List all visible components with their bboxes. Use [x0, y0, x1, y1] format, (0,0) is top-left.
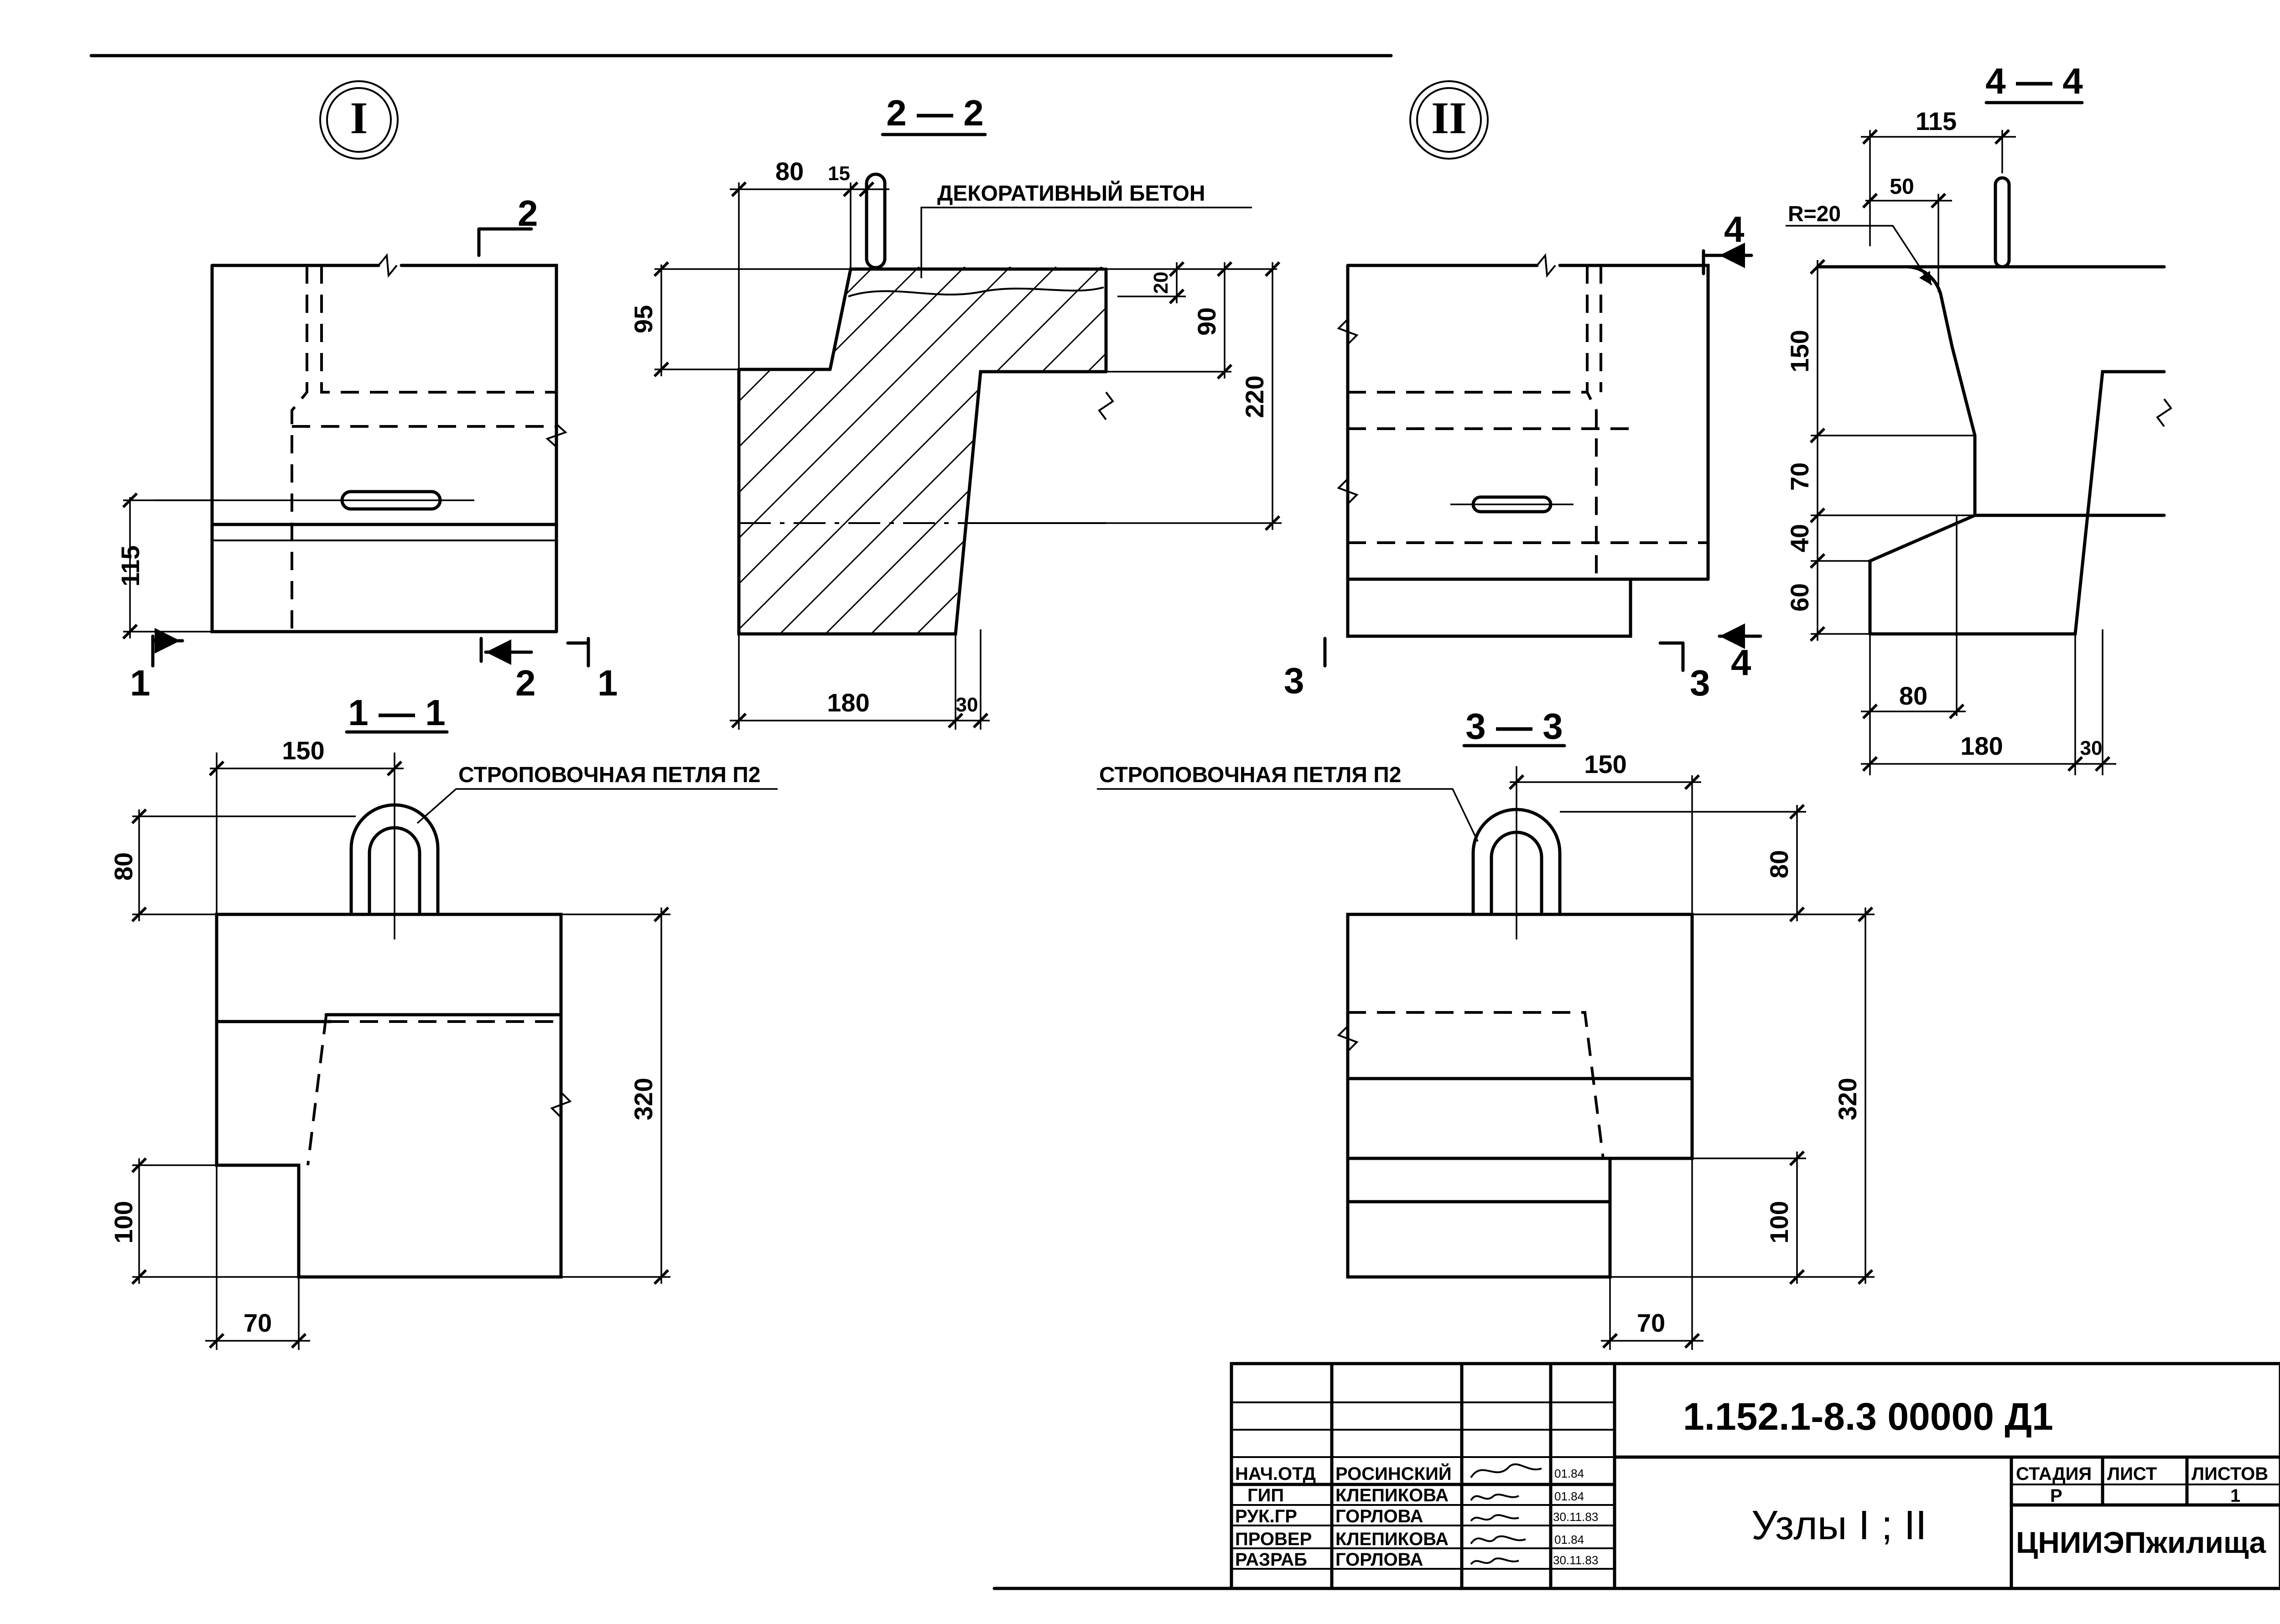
section-2-2-loop — [865, 172, 887, 270]
cut-marker-4-bottom: 4 — [1731, 642, 1751, 683]
node-2-marker — [1409, 80, 1489, 160]
dim-70: 70 — [244, 1308, 272, 1337]
dim-30-b: 30 — [2080, 737, 2103, 759]
section-1-1-title: 1 — 1 — [348, 692, 445, 733]
node-2-outline — [1346, 264, 1710, 638]
row-name: КЛЕПИКОВА — [1335, 1529, 1449, 1549]
dim-70-v: 70 — [1785, 462, 1814, 491]
node-2-marker-label: II — [1431, 93, 1467, 143]
drawing-title: Узлы I ; II — [1751, 1503, 1927, 1548]
dim-80-top: 80 — [775, 157, 804, 186]
dim-150-33: 150 — [1584, 750, 1626, 778]
cut-marker-4-top: 4 — [1724, 209, 1745, 249]
section-2-2-title: 2 — 2 — [886, 93, 983, 133]
section-2-2-hatch — [739, 267, 1106, 634]
dim-20: 20 — [1150, 272, 1172, 294]
dim-70-33: 70 — [1637, 1308, 1665, 1337]
cut-marker-3-left: 3 — [1284, 660, 1304, 701]
sheet-header: ЛИСТ — [2107, 1464, 2157, 1484]
dim-80-33: 80 — [1765, 850, 1793, 878]
row-role: РАЗРАБ — [1235, 1550, 1307, 1570]
dim-80-b: 80 — [1899, 681, 1927, 710]
row-name: РОСИНСКИЙ — [1335, 1463, 1452, 1484]
dim-90: 90 — [1192, 307, 1221, 336]
dim-30: 30 — [956, 694, 978, 716]
row-role: ГИП — [1247, 1485, 1284, 1505]
section-3-3-outline — [1346, 913, 1694, 1279]
section-3-3: 3 — 3 СТРОПОВОЧНАЯ ПЕТЛЯ П2 150 80 — [1097, 706, 1875, 1350]
section-4-4-title: 4 — 4 — [1985, 61, 2083, 101]
label-lifting-loop-2: СТРОПОВОЧНАЯ ПЕТЛЯ П2 — [1099, 763, 1401, 787]
row-date: 01.84 — [1554, 1467, 1584, 1480]
dim-100: 100 — [109, 1201, 138, 1243]
dim-180: 180 — [827, 688, 869, 717]
dim-150-v: 150 — [1785, 330, 1814, 372]
cut-marker-2-bottom: 2 — [515, 663, 536, 703]
organization: ЦНИИЭПжилища — [2016, 1525, 2267, 1559]
dim-50: 50 — [1890, 175, 1914, 199]
node-1-marker-label: I — [350, 93, 368, 143]
title-block: 1.152.1-8.3 00000 Д1 Узлы I ; II СТАДИЯ … — [992, 1362, 2280, 1590]
dim-320: 320 — [629, 1078, 658, 1120]
node-2-view: II 3 3 4 4 — [1284, 80, 1762, 703]
dim-100-33: 100 — [1765, 1201, 1793, 1243]
section-2-2-outline — [737, 267, 1108, 636]
section-4-4-outline — [1868, 370, 2166, 636]
section-2-2: 2 — 2 ДЕКОРАТИВНЫЙ БЕТОН — [629, 93, 1282, 730]
section-3-3-title: 3 — 3 — [1465, 706, 1563, 747]
row-role: ПРОВЕР — [1235, 1529, 1312, 1549]
sheets-header: ЛИСТОВ — [2192, 1464, 2268, 1484]
cut-marker-1-right: 1 — [597, 663, 618, 703]
node-1-view: I 115 1 1 2 2 — [116, 80, 618, 703]
dim-15: 15 — [828, 162, 850, 185]
node-2-hidden-lines — [1348, 265, 1708, 579]
label-radius: R=20 — [1788, 202, 1841, 226]
doc-code: 1.152.1-8.3 00000 Д1 — [1683, 1395, 2053, 1438]
stage-value: Р — [2050, 1486, 2062, 1506]
row-role: РУК.ГР — [1235, 1506, 1297, 1526]
node-1-outline — [210, 264, 558, 633]
label-lifting-loop-1: СТРОПОВОЧНАЯ ПЕТЛЯ П2 — [458, 763, 760, 787]
row-date: 01.84 — [1554, 1533, 1584, 1546]
dim-180-b: 180 — [1960, 732, 2003, 760]
dim-115-top: 115 — [1916, 107, 1957, 135]
section-4-4-loop — [1994, 176, 2011, 269]
row-name: ГОРЛОВА — [1335, 1506, 1423, 1526]
row-date: 30.11.83 — [1553, 1553, 1598, 1567]
section-1-1: 1 — 1 СТРОПОВОЧНАЯ ПЕТЛЯ П2 150 80 — [109, 692, 778, 1350]
cut-marker-3-right: 3 — [1690, 663, 1710, 703]
dim-220: 220 — [1240, 375, 1269, 418]
dim-150: 150 — [282, 736, 324, 765]
row-date: 01.84 — [1554, 1489, 1584, 1503]
label-decorative-concrete: ДЕКОРАТИВНЫЙ БЕТОН — [937, 181, 1205, 206]
node-1-hidden-lines — [291, 265, 556, 632]
dim-115: 115 — [116, 545, 145, 586]
stage-header: СТАДИЯ — [2016, 1464, 2092, 1484]
dim-95: 95 — [629, 305, 658, 333]
cut-marker-1-left: 1 — [130, 663, 151, 703]
row-date: 30.11.83 — [1553, 1510, 1598, 1524]
dim-60-v: 60 — [1785, 583, 1814, 612]
section-4-4: 4 — 4 R=20 115 50 150 — [1785, 61, 2172, 775]
dim-40-v: 40 — [1785, 524, 1814, 552]
section-1-1-outline — [215, 913, 563, 1279]
node-1-marker — [319, 80, 399, 160]
dim-80: 80 — [109, 852, 138, 881]
row-name: КЛЕПИКОВА — [1335, 1485, 1449, 1505]
row-name: ГОРЛОВА — [1335, 1550, 1423, 1570]
sheets-value: 1 — [2230, 1486, 2240, 1506]
cut-marker-2-top: 2 — [518, 193, 538, 233]
row-role: НАЧ.ОТД — [1235, 1464, 1316, 1484]
dim-320-33: 320 — [1833, 1078, 1862, 1120]
